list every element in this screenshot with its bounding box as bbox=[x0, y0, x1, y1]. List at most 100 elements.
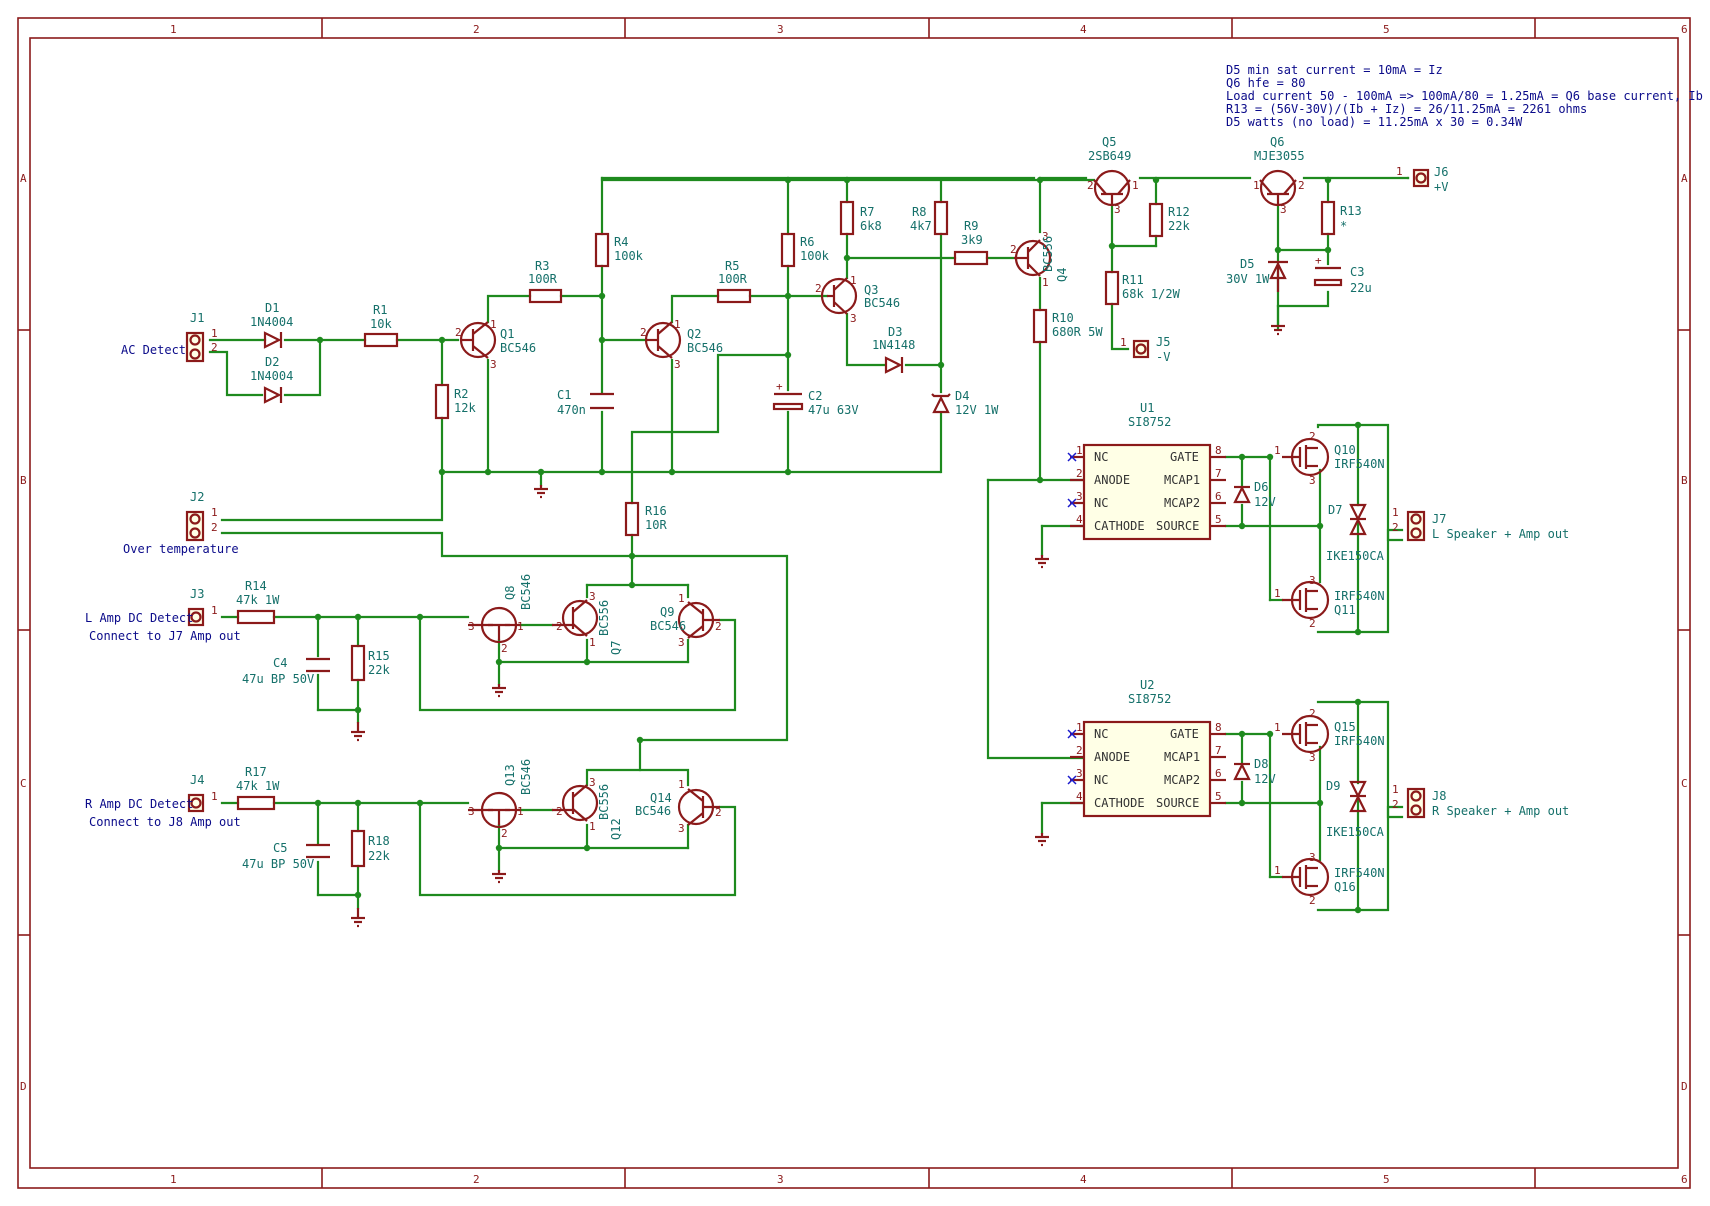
transistor-Q1[interactable]: 213 Q1 BC546 bbox=[455, 318, 536, 371]
diode-D1[interactable]: D1 1N4004 bbox=[250, 301, 293, 349]
transistor-Q4[interactable]: 231 Q4 BC556 bbox=[1010, 230, 1069, 289]
resistor-R15[interactable]: R15 22k bbox=[350, 644, 390, 682]
resistor-R17[interactable]: R17 47k 1W bbox=[236, 765, 280, 811]
resistor-R13[interactable]: R13 * bbox=[1320, 200, 1362, 236]
capacitor-C1[interactable]: C1 470n bbox=[557, 388, 614, 417]
Q2-value: BC546 bbox=[687, 341, 723, 355]
diode-D2[interactable]: D2 1N4004 bbox=[250, 355, 293, 404]
junction-dots bbox=[314, 176, 1362, 914]
resistor-R11[interactable]: R11 68k 1/2W bbox=[1104, 270, 1181, 306]
ic-U2[interactable]: U2 SI8752 NC ANODE NC CATHODE GATE MCAP1… bbox=[1067, 678, 1226, 818]
R1-ref: R1 bbox=[373, 303, 387, 317]
R7-value: 6k8 bbox=[860, 219, 882, 233]
connector-J5[interactable]: 1 J5 -V bbox=[1120, 335, 1170, 364]
R15-value: 22k bbox=[368, 663, 390, 677]
ic-U1[interactable]: U1 SI8752 NC ANODE NC CATHODE GATE MCAP1… bbox=[1067, 401, 1226, 541]
U1-pin-label: MCAP1 bbox=[1164, 473, 1200, 487]
mosfet-Q15[interactable]: 123 Q15 IRF540N bbox=[1274, 707, 1385, 764]
capacitor-C2[interactable]: + C2 47u 63V bbox=[772, 380, 859, 417]
svg-text:3: 3 bbox=[678, 636, 685, 649]
capacitor-C4[interactable]: C4 47u BP 50V bbox=[242, 656, 330, 686]
frame-row-label: D bbox=[20, 1080, 27, 1093]
svg-text:1: 1 bbox=[589, 636, 596, 649]
resistor-R8[interactable]: R8 4k7 bbox=[910, 200, 949, 236]
connector-J2[interactable]: J2 12 Over temperature bbox=[123, 490, 239, 556]
U1-pin-num: 6 bbox=[1215, 490, 1222, 503]
Q9-value: BC546 bbox=[650, 619, 686, 633]
mosfet-Q10[interactable]: 123 Q10 IRF540N bbox=[1274, 430, 1385, 487]
resistor-R12[interactable]: R12 22k bbox=[1148, 202, 1190, 238]
transistor-Q3[interactable]: 213 Q3 BC546 bbox=[815, 274, 900, 325]
connector-J3[interactable]: J3 1 L Amp DC Detect Connect to J7 Amp o… bbox=[85, 587, 241, 643]
svg-text:1: 1 bbox=[211, 790, 218, 803]
frame-row-label: B bbox=[20, 474, 27, 487]
design-notes: D5 min sat current = 10mA = Iz Q6 hfe = … bbox=[1226, 63, 1703, 129]
Q6-value: MJE3055 bbox=[1254, 149, 1305, 163]
zener-D6[interactable]: D6 12V bbox=[1233, 480, 1276, 509]
J3-ref: J3 bbox=[190, 587, 204, 601]
resistor-R2[interactable]: R2 12k bbox=[434, 383, 476, 420]
connector-J1[interactable]: J1 12 AC Detect bbox=[121, 311, 218, 363]
frame-row-label: A bbox=[20, 172, 27, 185]
resistor-R4[interactable]: R4 100k bbox=[594, 232, 644, 268]
resistor-R3[interactable]: R3 100R bbox=[528, 259, 563, 304]
zener-D8[interactable]: D8 12V bbox=[1233, 757, 1276, 786]
J7-ref: J7 bbox=[1432, 512, 1446, 526]
R18-ref: R18 bbox=[368, 834, 390, 848]
resistor-R6[interactable]: R6 100k bbox=[780, 232, 830, 268]
resistor-R14[interactable]: R14 47k 1W bbox=[236, 579, 280, 625]
tvs-D7[interactable]: D7 IKE150CA bbox=[1326, 503, 1385, 563]
connector-J4[interactable]: J4 1 R Amp DC Detect Connect to J8 Amp o… bbox=[85, 773, 241, 829]
svg-text:2: 2 bbox=[501, 642, 508, 655]
svg-text:3: 3 bbox=[678, 822, 685, 835]
Q3-ref: Q3 bbox=[864, 283, 878, 297]
U1-pin-num: 7 bbox=[1215, 467, 1222, 480]
Q5-ref: Q5 bbox=[1102, 135, 1116, 149]
over-temperature-label: Over temperature bbox=[123, 542, 239, 556]
connector-J7[interactable]: 12 J7 L Speaker + Amp out bbox=[1392, 506, 1569, 542]
Q13-value: BC546 bbox=[519, 759, 533, 795]
tvs-D9[interactable]: D9 IKE150CA bbox=[1326, 779, 1385, 839]
transistor-Q12[interactable]: 231 Q12 BC556 bbox=[552, 776, 623, 840]
Q12-ref: Q12 bbox=[609, 818, 623, 840]
resistor-R18[interactable]: R18 22k bbox=[350, 829, 390, 868]
svg-text:1: 1 bbox=[1396, 165, 1403, 178]
resistor-R5[interactable]: R5 100R bbox=[716, 259, 752, 304]
frame-col-label: 2 bbox=[473, 23, 480, 36]
connector-J8[interactable]: 12 J8 R Speaker + Amp out bbox=[1392, 783, 1569, 819]
U2-pin-label: GATE bbox=[1170, 727, 1199, 741]
svg-text:2: 2 bbox=[211, 341, 218, 354]
capacitor-C3[interactable]: + C3 22u bbox=[1313, 254, 1372, 295]
resistor-R7[interactable]: R7 6k8 bbox=[839, 200, 882, 236]
j7-label: L Speaker + Amp out bbox=[1432, 527, 1569, 541]
U1-pin-num: 1 bbox=[1076, 444, 1083, 457]
R3-ref: R3 bbox=[535, 259, 549, 273]
transistor-Q9[interactable]: 213 Q9 BC546 bbox=[650, 592, 722, 649]
resistor-R10[interactable]: R10 680R 5W bbox=[1032, 308, 1103, 344]
svg-text:1: 1 bbox=[211, 604, 218, 617]
frame-col-label: 5 bbox=[1383, 23, 1390, 36]
D2-value: 1N4004 bbox=[250, 369, 293, 383]
resistor-R16[interactable]: R16 10R bbox=[624, 501, 667, 537]
svg-text:2: 2 bbox=[1392, 798, 1399, 811]
frame-row-label: B bbox=[1681, 474, 1688, 487]
U1-value: SI8752 bbox=[1128, 415, 1171, 429]
transistor-Q14[interactable]: 213 Q14 BC546 bbox=[635, 778, 722, 835]
transistor-Q2[interactable]: 213 Q2 BC546 bbox=[640, 318, 723, 371]
mosfet-Q16[interactable]: 132 IRF540N Q16 bbox=[1274, 851, 1385, 907]
zener-D5[interactable]: D5 30V 1W bbox=[1226, 257, 1288, 292]
connector-J6[interactable]: 1 J6 +V bbox=[1396, 165, 1448, 194]
resistor-R1[interactable]: R1 10k bbox=[363, 303, 399, 348]
resistor-R9[interactable]: R9 3k9 bbox=[953, 219, 989, 266]
Q10-value: IRF540N bbox=[1334, 457, 1385, 471]
diode-D3[interactable]: D3 1N4148 bbox=[872, 325, 915, 374]
capacitor-C5[interactable]: C5 47u BP 50V bbox=[242, 841, 330, 871]
transistor-Q7[interactable]: 231 Q7 BC556 bbox=[552, 590, 623, 655]
mosfet-Q11[interactable]: 132 IRF540N Q11 bbox=[1274, 574, 1385, 630]
R18-value: 22k bbox=[368, 849, 390, 863]
zener-D4[interactable]: D4 12V 1W bbox=[931, 389, 999, 417]
